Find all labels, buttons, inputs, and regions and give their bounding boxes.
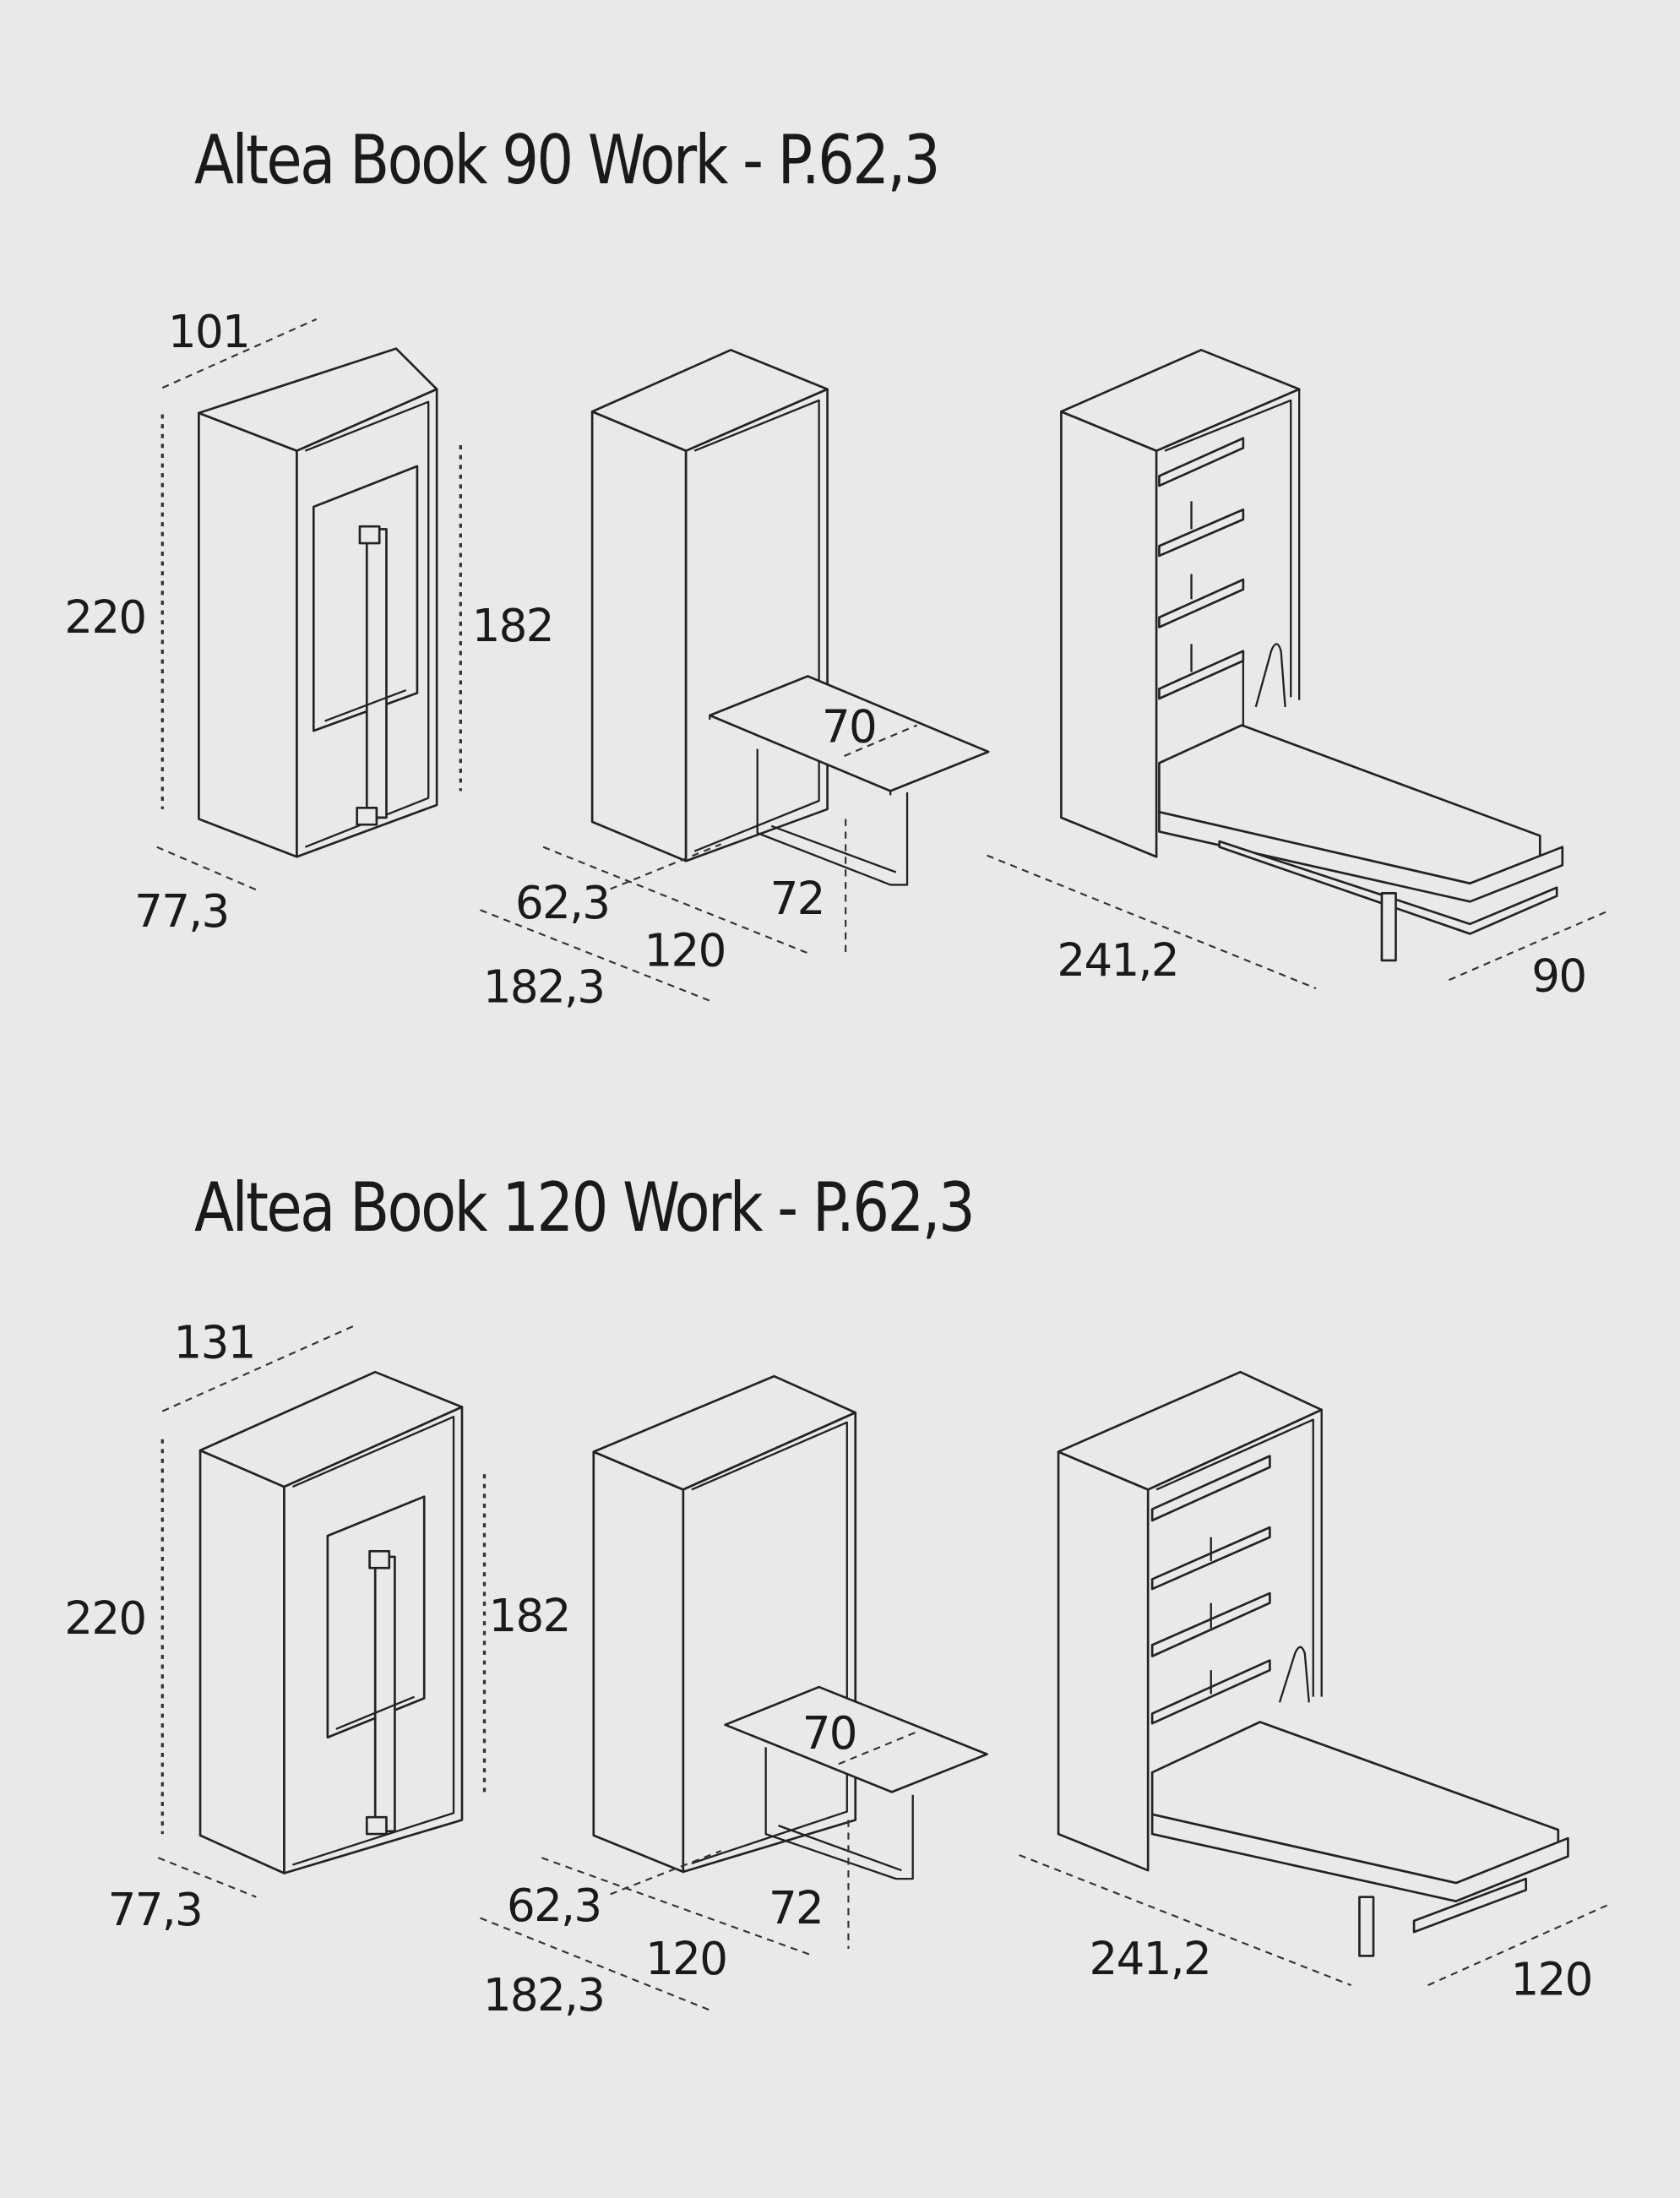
section-title-120: Altea Book 120 Work - P.62,3 [194,1168,976,1247]
desk-cabinet-90 [480,349,990,1004]
dim-height: 220 [64,591,145,644]
dim-desk-depth: 70 [822,700,876,753]
dim-cabinet-depth: 62,3 [507,1880,601,1932]
bed-cabinet-120 [1019,1370,1611,1987]
closed-cabinet-120 [157,1325,487,1898]
dim-depth: 77,3 [134,885,228,938]
bed-cabinet-90 [987,349,1608,990]
dim-cabinet-depth: 62,3 [515,877,609,929]
dim-width: 101 [168,306,249,358]
desk-cabinet-120 [480,1374,988,2013]
dim-desk-width: 120 [644,925,725,977]
dim-depth: 77,3 [108,1884,202,1936]
dim-front-height: 182 [472,600,553,652]
dim-total-depth: 182,3 [483,1969,605,2021]
dim-desk-width: 120 [645,1933,726,1985]
closed-cabinet-90 [156,318,462,892]
dim-total-length: 241,2 [1057,934,1178,987]
dim-bed-width: 120 [1510,1954,1591,2006]
dim-total-length: 241,2 [1090,1933,1211,1985]
dim-front-height: 182 [488,1590,569,1642]
dim-width: 131 [174,1317,255,1369]
dim-height: 220 [64,1592,145,1645]
dim-desk-height: 72 [770,873,824,925]
dim-desk-depth: 70 [802,1707,856,1760]
section-title-90: Altea Book 90 Work - P.62,3 [194,121,941,199]
dim-desk-height: 72 [769,1882,823,1934]
dim-bed-width: 90 [1531,949,1585,1002]
dim-total-depth: 182,3 [483,961,605,1014]
